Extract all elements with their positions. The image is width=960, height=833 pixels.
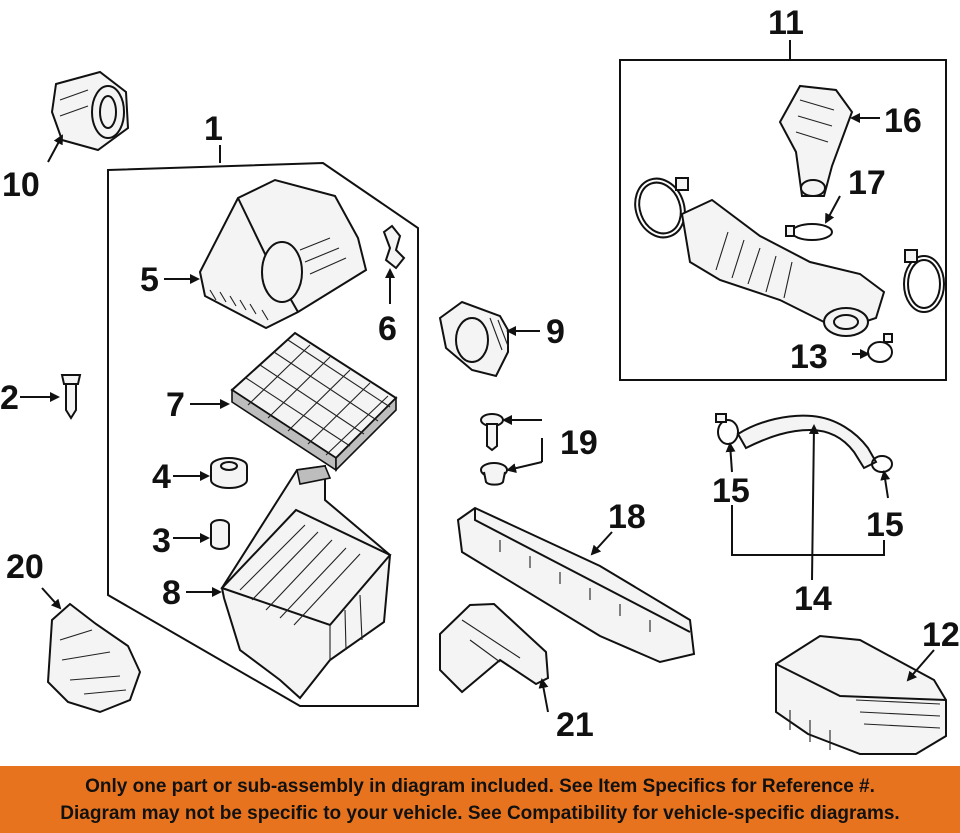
clamp-17-part bbox=[785, 223, 833, 241]
callout-5: 5 bbox=[140, 261, 159, 299]
callout-18: 18 bbox=[608, 498, 646, 536]
disclaimer-line-1: Only one part or sub-assembly in diagram… bbox=[85, 776, 875, 797]
grommet-part bbox=[210, 457, 248, 489]
callout-2: 2 bbox=[0, 379, 19, 417]
hose-connector-part bbox=[438, 300, 509, 378]
mass-air-flow-sensor-part bbox=[50, 70, 130, 152]
callout-19: 19 bbox=[560, 424, 598, 462]
callout-11: 11 bbox=[768, 4, 804, 42]
callout-12: 12 bbox=[922, 616, 960, 654]
disclaimer-line-2: Diagram may not be specific to your vehi… bbox=[60, 803, 900, 824]
intake-hose-assembly-frame bbox=[619, 40, 947, 381]
air-cleaner-case-part bbox=[220, 464, 392, 700]
air-filter-element-part bbox=[230, 331, 398, 472]
clamp-15b-part bbox=[871, 455, 893, 473]
callout-4: 4 bbox=[152, 458, 171, 496]
insulator-part bbox=[210, 519, 230, 550]
callout-10: 10 bbox=[2, 166, 40, 204]
callout-8: 8 bbox=[162, 574, 181, 612]
callout-3: 3 bbox=[152, 522, 171, 560]
intake-hose-part bbox=[680, 198, 886, 337]
leader-lines bbox=[20, 113, 935, 713]
callout-1: 1 bbox=[204, 110, 223, 148]
intake-duct-part bbox=[456, 506, 696, 664]
callout-17: 17 bbox=[848, 164, 886, 202]
callout-13: 13 bbox=[790, 338, 828, 376]
air-cleaner-housing-part bbox=[775, 634, 947, 755]
vent-hose-part bbox=[736, 414, 878, 470]
callout-6: 6 bbox=[378, 310, 397, 348]
parts-diagram: 1 2 3 4 5 6 7 8 9 10 11 12 13 14 15 15 1… bbox=[0, 4, 960, 755]
callout-15a: 15 bbox=[712, 472, 750, 510]
air-cleaner-cover-part bbox=[198, 178, 368, 330]
callout-15b: 15 bbox=[866, 506, 904, 544]
callout-16: 16 bbox=[884, 102, 922, 140]
callout-20: 20 bbox=[6, 548, 44, 586]
disclaimer-banner: Only one part or sub-assembly in diagram… bbox=[0, 766, 960, 833]
bolt-part bbox=[480, 413, 504, 452]
grommet-19-part bbox=[480, 462, 508, 486]
clamp-13-part bbox=[867, 333, 893, 363]
callout-labels: 1 2 3 4 5 6 7 8 9 10 11 12 13 14 15 15 1… bbox=[0, 4, 960, 744]
clip-part bbox=[382, 224, 406, 270]
lower-duct-part bbox=[439, 602, 550, 694]
resonator-part bbox=[778, 84, 854, 197]
clamp-15a-part bbox=[715, 413, 739, 445]
hose-clamp-right-part bbox=[903, 249, 945, 313]
callout-21: 21 bbox=[556, 706, 594, 744]
push-clip-part bbox=[60, 374, 82, 420]
callout-14: 14 bbox=[794, 580, 832, 618]
hose-clamp-left-part bbox=[634, 177, 689, 239]
callout-7: 7 bbox=[166, 386, 185, 424]
callout-9: 9 bbox=[546, 313, 565, 351]
air-cleaner-assembly-frame bbox=[107, 145, 419, 707]
bracket-part bbox=[46, 602, 142, 714]
